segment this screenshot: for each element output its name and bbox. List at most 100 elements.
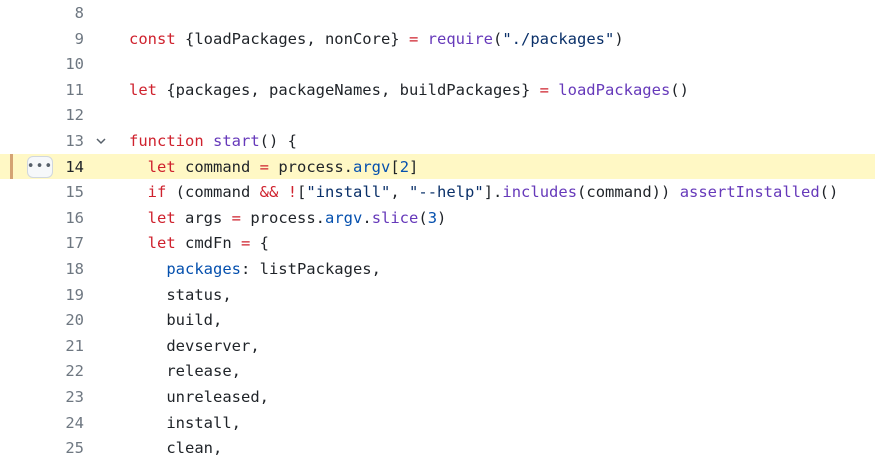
code-text: clean, xyxy=(129,439,222,457)
code-token: = xyxy=(231,208,242,227)
code-token: [ xyxy=(297,183,307,202)
code-line[interactable]: •••14 let command = process.argv[2] xyxy=(0,153,875,180)
code-line[interactable]: 22 release, xyxy=(0,359,875,385)
code-line[interactable]: 15 if (command && !["install", "--help"]… xyxy=(0,179,875,205)
code-token: packages xyxy=(166,259,241,278)
code-token: includes xyxy=(502,183,578,202)
code-token: start xyxy=(213,131,260,150)
code-text: release, xyxy=(129,362,241,380)
code-line[interactable]: 20 build, xyxy=(0,307,875,333)
code-line[interactable]: 13 function start() { xyxy=(0,128,875,154)
code-token xyxy=(278,183,287,201)
line-number[interactable]: 8 xyxy=(74,3,84,22)
code-token: : listPackages, xyxy=(240,259,381,278)
code-text: const {loadPackages, nonCore} = require(… xyxy=(129,30,624,48)
line-number[interactable]: 21 xyxy=(65,336,84,355)
line-marker xyxy=(10,153,13,180)
code-token: . xyxy=(362,208,372,227)
code-line[interactable]: 9 const {loadPackages, nonCore} = require… xyxy=(0,26,875,52)
code-token: install, xyxy=(129,413,241,432)
line-number[interactable]: 20 xyxy=(65,311,84,330)
line-number[interactable]: 14 xyxy=(65,157,84,176)
code-token: [ xyxy=(390,157,400,176)
code-token: function xyxy=(129,131,204,150)
code-token: (command)) xyxy=(577,183,680,202)
code-token: "--help" xyxy=(409,183,484,202)
line-number[interactable]: 16 xyxy=(65,208,84,227)
code-text: unreleased, xyxy=(129,388,269,406)
code-token: process. xyxy=(241,208,326,227)
code-token: if xyxy=(147,183,167,202)
code-line[interactable]: 16 let args = process.argv.slice(3) xyxy=(0,205,875,231)
code-token: args xyxy=(175,208,232,227)
code-line[interactable]: 25 clean, xyxy=(0,435,875,461)
code-line[interactable]: 21 devserver, xyxy=(0,333,875,359)
code-token: ]. xyxy=(483,183,503,202)
code-token: assertInstalled xyxy=(679,183,820,202)
code-text: let args = process.argv.slice(3) xyxy=(129,208,447,227)
code-token: ( xyxy=(418,208,428,227)
code-token: { xyxy=(250,234,270,253)
code-line[interactable]: 23 unreleased, xyxy=(0,384,875,410)
code-token: argv xyxy=(353,157,391,176)
code-token: ! xyxy=(287,183,298,202)
line-number[interactable]: 23 xyxy=(65,387,84,406)
code-token: = xyxy=(241,234,251,253)
code-token: devserver, xyxy=(129,336,260,355)
line-number[interactable]: 22 xyxy=(65,362,84,381)
line-number[interactable]: 19 xyxy=(65,285,84,304)
code-token xyxy=(129,260,166,278)
line-number[interactable]: 11 xyxy=(65,80,84,99)
code-line[interactable]: 19 status, xyxy=(0,282,875,308)
code-token: = xyxy=(408,29,419,48)
chevron-down-icon[interactable] xyxy=(95,135,107,147)
line-number[interactable]: 9 xyxy=(74,29,84,48)
code-token: (command xyxy=(166,183,260,202)
code-token: 3 xyxy=(427,208,438,227)
code-token: release, xyxy=(129,362,241,381)
code-token: ) xyxy=(437,208,447,227)
code-token xyxy=(549,81,558,99)
code-token: let xyxy=(147,157,176,176)
line-actions-button[interactable]: ••• xyxy=(27,155,53,178)
code-token: = xyxy=(539,80,549,99)
code-token: && xyxy=(259,183,279,202)
code-token: status, xyxy=(129,285,232,304)
code-token xyxy=(129,234,148,252)
code-token: {packages, packageNames, buildPackages} xyxy=(157,80,540,99)
code-token: let xyxy=(147,208,176,227)
line-number[interactable]: 25 xyxy=(65,439,84,458)
code-line[interactable]: 8 xyxy=(0,0,875,26)
line-number[interactable]: 13 xyxy=(65,131,84,150)
code-token: command xyxy=(175,157,260,176)
line-number[interactable]: 24 xyxy=(65,413,84,432)
line-number[interactable]: 10 xyxy=(65,55,84,74)
code-line[interactable]: 10 xyxy=(0,51,875,77)
code-token: , xyxy=(390,183,410,202)
code-text: install, xyxy=(129,414,241,432)
code-token: ) xyxy=(614,29,624,48)
code-token: ( xyxy=(492,29,503,48)
line-number[interactable]: 12 xyxy=(65,106,84,125)
code-line[interactable]: 12 xyxy=(0,103,875,129)
code-text: build, xyxy=(129,311,222,329)
code-text: status, xyxy=(129,285,232,304)
line-number[interactable]: 18 xyxy=(65,259,84,278)
code-token: cmdFn xyxy=(175,234,241,253)
code-token: slice xyxy=(371,208,419,227)
code-line[interactable]: 18 packages: listPackages, xyxy=(0,256,875,282)
code-token: require xyxy=(427,29,493,48)
code-line[interactable]: 17 let cmdFn = { xyxy=(0,231,875,257)
code-line[interactable]: 24 install, xyxy=(0,410,875,436)
code-token xyxy=(129,158,148,176)
code-token: process. xyxy=(269,157,354,176)
code-token: let xyxy=(147,234,176,253)
line-number[interactable]: 15 xyxy=(65,183,84,202)
line-number[interactable]: 17 xyxy=(65,234,84,253)
code-text: function start() { xyxy=(129,132,297,150)
code-token: "./packages" xyxy=(502,29,615,48)
code-text: devserver, xyxy=(129,336,260,355)
code-token: loadPackages xyxy=(558,80,671,99)
